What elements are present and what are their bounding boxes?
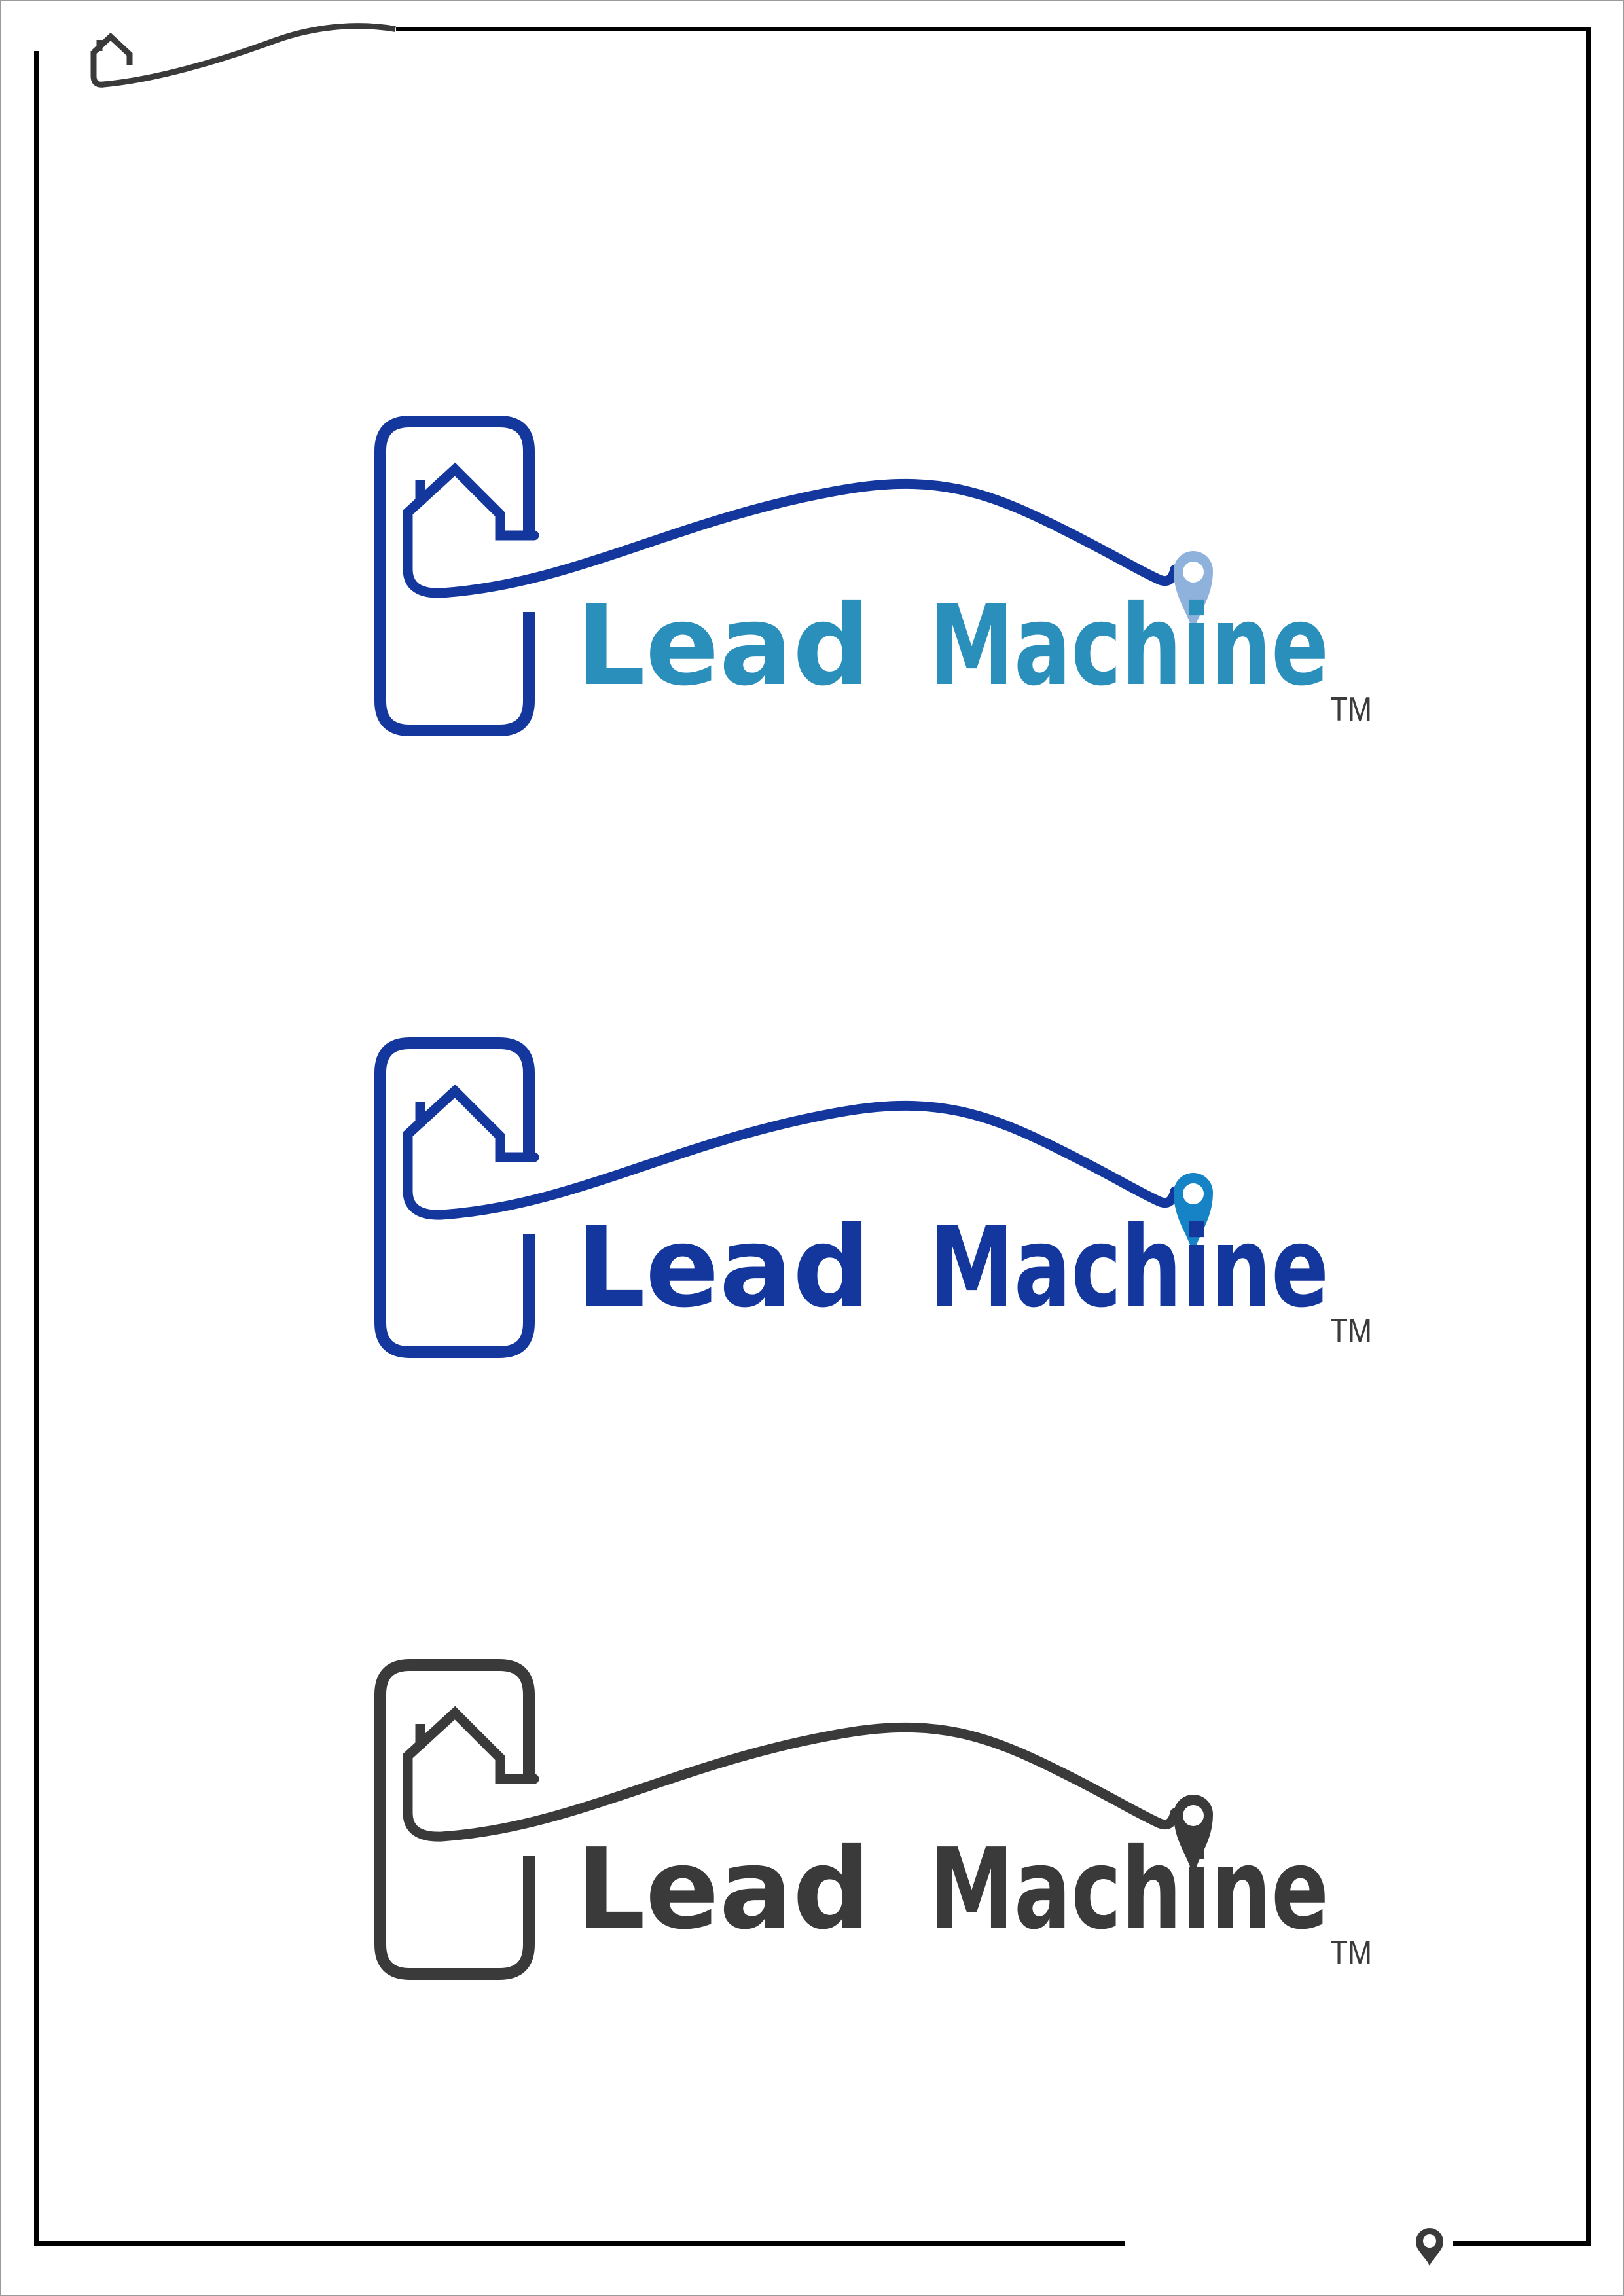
pin-hole bbox=[1423, 2234, 1436, 2248]
pin-dot-over-i bbox=[1174, 1795, 1213, 1877]
rounded-rect-mark bbox=[374, 416, 535, 736]
trademark-symbol: TM bbox=[1330, 1312, 1372, 1350]
logo-variant-3: Lead Machine TM bbox=[367, 1649, 1388, 2022]
logo-variant-1: Lead Machine TM bbox=[367, 406, 1388, 779]
pin-dot-over-i bbox=[1174, 1173, 1213, 1255]
pin-hole bbox=[1183, 1805, 1204, 1826]
trademark-symbol: TM bbox=[1330, 691, 1372, 728]
mini-swoosh bbox=[90, 23, 396, 88]
pin-hole bbox=[1183, 562, 1204, 583]
logo-variant-2: Lead Machine TM bbox=[367, 1028, 1388, 1401]
trademark-symbol: TM bbox=[1330, 1934, 1372, 1972]
wordmark-machine: Machine bbox=[929, 581, 1329, 711]
wordmark-lead: Lead bbox=[576, 1825, 871, 1954]
pin-hole bbox=[1183, 1183, 1204, 1204]
page-border-bottom-right-segment bbox=[1453, 2241, 1591, 2246]
wordmark-lead: Lead bbox=[576, 581, 871, 711]
house-swoosh-icon bbox=[90, 23, 396, 88]
rounded-rect-mark bbox=[374, 1037, 535, 1358]
wordmark-machine: Machine bbox=[929, 1825, 1329, 1954]
house-swoosh-mark bbox=[403, 1084, 1180, 1220]
house-swoosh-mark bbox=[403, 462, 1180, 598]
page-border-right bbox=[1586, 27, 1591, 2246]
wordmark-lead: Lead bbox=[576, 1203, 871, 1333]
page-border-left bbox=[34, 51, 39, 2246]
pin-dot-over-i bbox=[1174, 551, 1213, 634]
wordmark-machine: Machine bbox=[929, 1203, 1329, 1333]
page-border-top bbox=[396, 27, 1591, 31]
page-border-bottom-left-segment bbox=[34, 2241, 1125, 2246]
location-pin-icon bbox=[1416, 2228, 1443, 2266]
rounded-rect-mark bbox=[374, 1659, 535, 1980]
house-swoosh-mark bbox=[403, 1706, 1180, 1842]
